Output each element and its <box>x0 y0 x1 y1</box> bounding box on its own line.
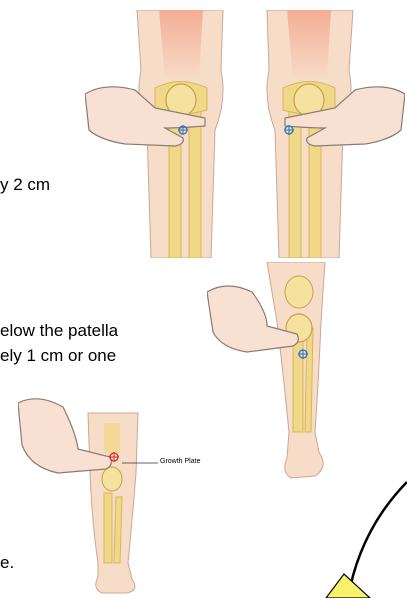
knees-front-illustration <box>85 10 405 258</box>
text-fragment-patella: elow the patella <box>0 321 118 341</box>
text-fragment-end: e. <box>0 553 14 573</box>
growth-plate-illustration: Growth Plate <box>18 393 208 595</box>
curved-arrow <box>320 470 407 598</box>
text-fragment-1cm: ely 1 cm or one <box>0 346 116 366</box>
arrow-head <box>326 574 370 598</box>
growth-plate-label: Growth Plate <box>160 457 200 466</box>
child-leg-tibia-illustration <box>207 262 367 480</box>
text-fragment-2cm: y 2 cm <box>0 175 50 195</box>
